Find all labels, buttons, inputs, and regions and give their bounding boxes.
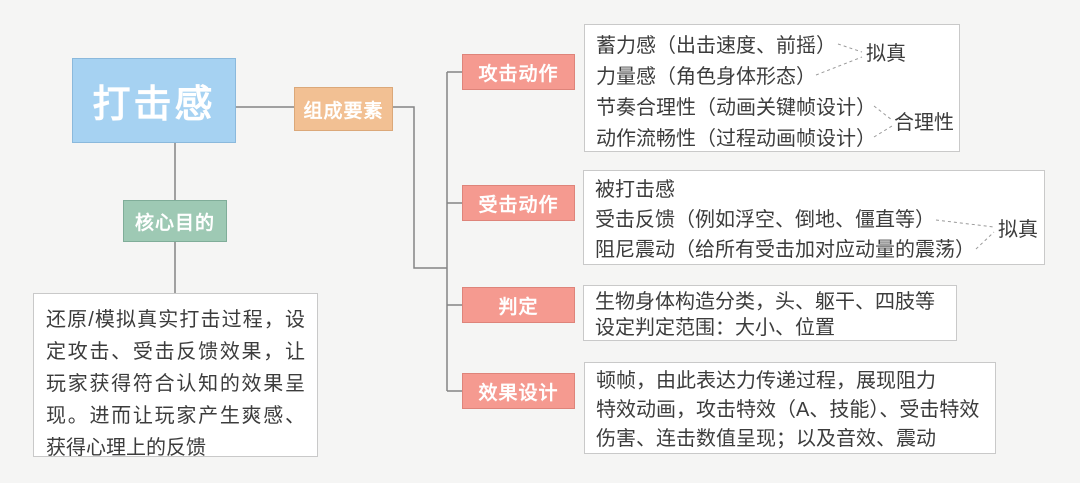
details-effect-design[interactable]: 顿帧，由此表达力传递过程，展现阻力 特效动画，攻击特效（A、技能）、受击特效 伤… bbox=[584, 362, 996, 454]
details-hit-reaction[interactable]: 被打击感 受击反馈（例如浮空、倒地、僵直等） 阻尼震动（给所有受击加对应动量的震… bbox=[583, 170, 1045, 265]
detail-line: 特效动画，攻击特效（A、技能）、受击特效 bbox=[596, 399, 980, 421]
details-judgement[interactable]: 生物身体构造分类，头、躯干、四肢等 设定判定范围：大小、位置 bbox=[583, 285, 957, 341]
connector-components-elbow bbox=[393, 106, 447, 269]
root-topic[interactable]: 打击感 bbox=[72, 58, 236, 143]
branch-attack-action[interactable]: 攻击动作 bbox=[462, 54, 575, 90]
detail-line: 节奏合理性（动画关键帧设计） bbox=[596, 97, 876, 119]
detail-line: 力量感（角色身体形态） bbox=[596, 66, 816, 88]
annotation-rationality: 合理性 bbox=[894, 112, 954, 134]
detail-line: 阻尼震动（给所有受击加对应动量的震荡） bbox=[595, 239, 975, 261]
detail-line: 被打击感 bbox=[595, 179, 675, 201]
branch-hit-reaction[interactable]: 受击动作 bbox=[462, 185, 575, 221]
details-attack-action[interactable]: 蓄力感（出击速度、前摇） 力量感（角色身体形态） 节奏合理性（动画关键帧设计） … bbox=[584, 24, 960, 152]
components-node[interactable]: 组成要素 bbox=[294, 87, 393, 131]
detail-line: 受击反馈（例如浮空、倒地、僵直等） bbox=[595, 209, 935, 231]
annotation-realism-1: 拟真 bbox=[866, 43, 906, 65]
purpose-description-box[interactable]: 还原/模拟真实打击过程，设定攻击、受击反馈效果，让玩家获得符合认知的效果呈现。进… bbox=[33, 293, 318, 459]
annotation-realism-2: 拟真 bbox=[998, 219, 1038, 241]
detail-line: 生物身体构造分类，头、躯干、四肢等 bbox=[595, 291, 935, 313]
branch-judgement[interactable]: 判定 bbox=[462, 287, 575, 323]
detail-line: 蓄力感（出击速度、前摇） bbox=[596, 35, 836, 57]
detail-line: 顿帧，由此表达力传递过程，展现阻力 bbox=[596, 370, 936, 392]
branch-effect-design[interactable]: 效果设计 bbox=[462, 373, 575, 409]
detail-line: 动作流畅性（过程动画帧设计） bbox=[596, 128, 876, 150]
detail-line: 伤害、连击数值呈现；以及音效、震动 bbox=[596, 428, 936, 450]
purpose-node[interactable]: 核心目的 bbox=[123, 200, 227, 242]
detail-line: 设定判定范围：大小、位置 bbox=[595, 317, 835, 339]
